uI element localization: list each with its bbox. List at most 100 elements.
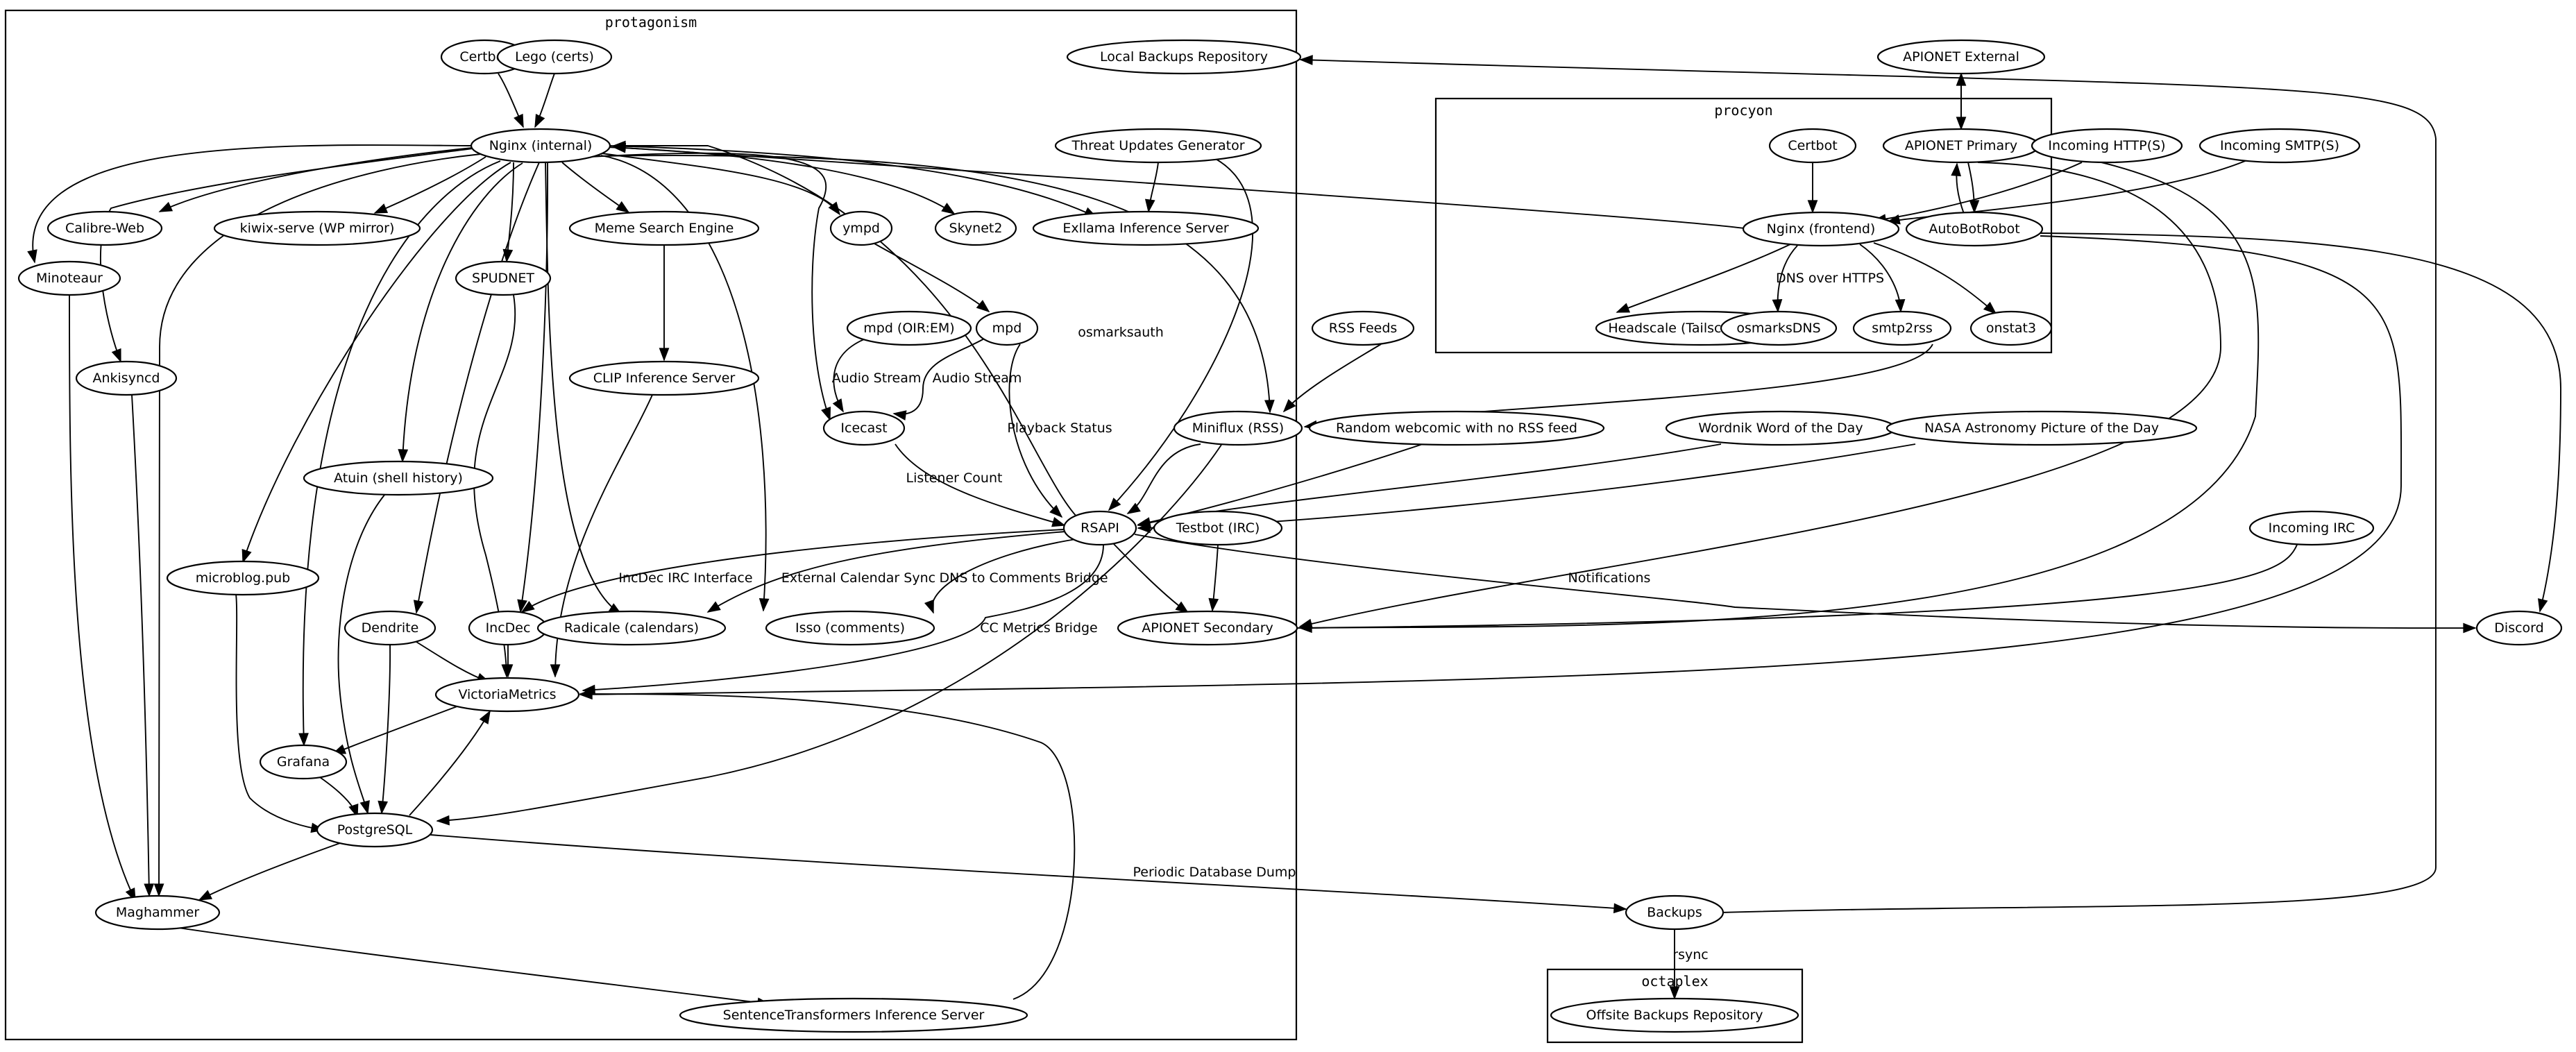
cluster-border <box>1434 97 2053 354</box>
node-ellipse <box>213 210 421 246</box>
edge-line <box>416 641 490 683</box>
edge-nginx_int-to-meme <box>561 162 630 213</box>
arrowhead <box>373 203 389 214</box>
edge-nginx_int-to-microblog <box>242 162 511 563</box>
edge-rsapi-to-discord: Notifications <box>1134 534 2477 634</box>
edge-line <box>158 153 482 897</box>
arrowhead <box>1807 200 1818 214</box>
edge-line <box>374 156 486 214</box>
node-wordnik: Wordnik Word of the Day <box>1665 410 1897 446</box>
node-maghammer: Maghammer <box>94 894 221 931</box>
edge-miniflux-to-rsapi <box>1126 443 1201 514</box>
edge-line <box>520 162 549 613</box>
arrowhead <box>502 664 514 678</box>
cluster-label: protagonism <box>605 14 697 31</box>
node-mpdoir: mpd (OIR:EM) <box>846 310 972 346</box>
arrowhead <box>1049 504 1063 518</box>
node-rssfeeds: RSS Feeds <box>1311 310 1415 346</box>
edge-nginx_int-to-isso <box>600 155 770 612</box>
edge-autobot-to-victoria <box>579 235 2403 700</box>
node-ellipse <box>934 210 1017 246</box>
node-nginx_int: Nginx (internal) <box>470 128 611 164</box>
arrowhead <box>1669 986 1680 1000</box>
edge-line <box>1296 150 2260 629</box>
arrowhead <box>479 710 491 724</box>
arrowhead <box>1298 618 1313 629</box>
arrowhead <box>2463 622 2477 634</box>
node-label: Atuin (shell history) <box>334 470 463 486</box>
arrowhead <box>1951 162 1962 177</box>
edge-line <box>613 146 1749 230</box>
node-ellipse <box>1062 510 1137 546</box>
edge-inirc-to-apiosec <box>1298 544 2298 634</box>
arrowhead <box>706 601 721 613</box>
node-ellipse <box>1742 211 1900 247</box>
arrowhead <box>579 689 593 700</box>
edge-threat-to-rsapi <box>1108 158 1254 511</box>
edge-rsapi-to-apiosec <box>1113 543 1189 613</box>
node-ellipse <box>496 39 613 75</box>
edge-label: Audio Stream <box>832 371 922 386</box>
node-ellipse <box>536 610 727 646</box>
arrowhead <box>924 599 934 614</box>
node-webcomic: Random webcomic with no RSS feed <box>1308 410 1605 446</box>
edge-line <box>381 644 391 814</box>
edge-victoria-to-grafana <box>332 700 473 754</box>
node-label: Minoteaur <box>36 271 103 286</box>
node-ellipse <box>303 460 494 496</box>
node-miniflux: Miniflux (RSS) <box>1173 410 1303 446</box>
node-calibre: Calibre-Web <box>46 210 163 246</box>
node-label: Nginx (internal) <box>489 138 593 153</box>
arrowhead <box>616 201 630 213</box>
edge-ympd-to-mpd <box>874 243 990 313</box>
arrowhead <box>520 600 535 613</box>
arrowhead <box>27 249 37 264</box>
edge-nginx_front-to-smtp2rss <box>1859 244 1906 313</box>
edge-dendrite-to-victoria <box>416 641 491 683</box>
node-label: Local Backups Repository <box>1100 49 1268 65</box>
node-label: Dendrite <box>362 620 419 636</box>
node-label: AutoBotRobot <box>1929 221 2019 237</box>
edge-ankisyncd-to-maghammer <box>131 394 155 897</box>
edge-apioext-to-apioprim <box>1956 72 1967 129</box>
node-label: Skynet2 <box>949 221 1003 236</box>
node-ellipse <box>1032 210 1260 246</box>
node-ellipse <box>679 997 1028 1033</box>
arrowhead <box>1895 299 1906 313</box>
edge-nginx_front-to-osmarksdns: DNS over HTTPS <box>1772 245 1884 313</box>
edge-postgres-to-backups: Periodic Database Dump <box>430 834 1627 914</box>
node-ellipse <box>1066 39 1302 75</box>
node-ellipse <box>2475 610 2563 646</box>
node-offsite: Offsite Backups Repository <box>1550 997 1799 1033</box>
node-incdec: IncDec <box>468 610 548 646</box>
cluster-procyon: procyon <box>1434 97 2053 354</box>
node-ellipse <box>1886 410 2198 446</box>
arrowhead <box>1616 303 1631 313</box>
edge-line <box>1283 343 1382 412</box>
node-spudnet: SPUDNET <box>455 260 552 296</box>
edge-line <box>1127 443 1201 514</box>
node-ellipse <box>434 677 580 713</box>
edge-line <box>131 394 150 897</box>
edge-label: Periodic Database Dump <box>1133 865 1296 880</box>
node-meme: Meme Search Engine <box>568 210 760 246</box>
node-ympd: ympd <box>829 210 893 246</box>
node-label: SPUDNET <box>472 271 534 286</box>
edge-line <box>409 711 491 816</box>
edge-postgres-to-victoria <box>409 710 491 816</box>
node-ellipse <box>1311 310 1415 346</box>
edge-line <box>159 147 473 212</box>
node-inhttp: Incoming HTTP(S) <box>2031 128 2183 164</box>
node-exllama: Exllama Inference Server <box>1032 210 1260 246</box>
cluster-border <box>4 9 1298 1041</box>
node-ellipse <box>316 812 434 848</box>
node-ellipse <box>259 744 348 780</box>
edge-line <box>707 531 1066 613</box>
arrowhead <box>1299 55 1313 65</box>
arrowhead <box>158 201 173 212</box>
edge-line <box>579 235 2403 695</box>
arrowhead <box>2538 598 2548 613</box>
edge-line <box>1008 343 1062 518</box>
